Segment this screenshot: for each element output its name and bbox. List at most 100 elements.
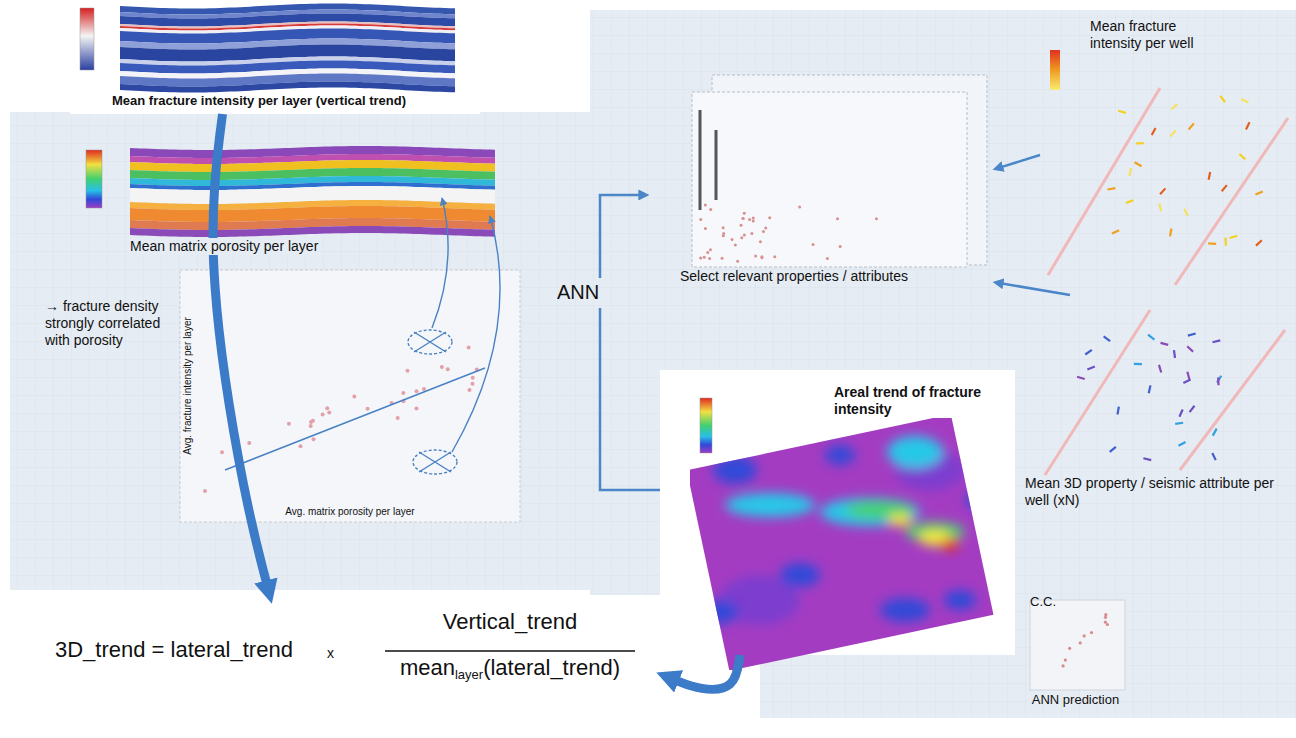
formula-term: (lateral_trend) <box>483 655 620 680</box>
attribute-point <box>826 257 829 260</box>
outlier-mark <box>413 450 457 474</box>
well-sample <box>1077 377 1085 379</box>
attribute-point <box>759 240 762 243</box>
well-sample <box>1149 385 1151 393</box>
attribute-point <box>752 216 755 219</box>
well-sample <box>1159 365 1161 373</box>
image-panel: Mean 3D property / seismic attribute per… <box>1020 295 1292 517</box>
flow-arrow <box>676 655 740 689</box>
crossplot-point <box>309 424 313 428</box>
fracture-map <box>690 390 1000 670</box>
panel-ground <box>10 112 590 590</box>
crossplot-point <box>396 416 400 420</box>
formula-node: meanlayer(lateral_trend) 3D_trend = later… <box>55 605 655 700</box>
fracture-map <box>941 539 959 551</box>
crossplot-panel: Avg. fracture intensity per layerAvg. ma… <box>180 270 520 522</box>
fracture-map <box>825 445 855 465</box>
crossplot-point <box>312 437 316 441</box>
well-sample <box>1213 340 1221 342</box>
node-label: 3D_trend = lateral_trend <box>55 637 293 663</box>
well-sample <box>1135 162 1142 166</box>
fracture-map <box>725 493 815 517</box>
image-panel: Mean fracture intensity per layer (verti… <box>70 0 480 114</box>
attribute-point <box>708 257 711 260</box>
well-sample <box>1148 335 1154 340</box>
fraction-denominator: meanlayer(lateral_trend) <box>365 655 655 683</box>
prediction-point <box>1106 623 1109 626</box>
fracture-map <box>887 436 943 468</box>
well-sample <box>1222 185 1227 191</box>
well-sample <box>1183 379 1190 383</box>
attribute-selection-panel <box>692 92 967 267</box>
well-sample <box>1107 96 1262 246</box>
workflow-panel: Avg. fracture intensity per layerAvg. ma… <box>10 112 590 590</box>
crossplot-point <box>446 367 450 371</box>
well-sample <box>1160 343 1168 345</box>
attribute-point <box>704 227 707 230</box>
prediction-point <box>1068 647 1071 650</box>
attribute-selection-panel <box>700 110 716 210</box>
node-label: Mean fracture intensity per layer (verti… <box>112 93 478 109</box>
well-sample <box>1246 122 1250 129</box>
attribute-point <box>734 243 737 246</box>
fracture-layer-band <box>120 4 455 93</box>
well-sample <box>1220 96 1225 102</box>
prediction-point <box>1064 659 1067 662</box>
well-sample <box>1104 336 1110 341</box>
fracture-map <box>966 490 994 510</box>
image-panel: C.C.ANN prediction <box>1018 580 1133 718</box>
vertical-trend-panel <box>80 8 94 70</box>
crossplot-point <box>467 346 471 350</box>
attribute-point <box>709 208 712 211</box>
node-label: Vertical_trend <box>365 609 655 635</box>
fracture-map <box>713 456 757 484</box>
crossplot-point <box>414 407 418 411</box>
attribute-point <box>768 216 771 219</box>
well-sample <box>1174 350 1175 358</box>
crossplot-point <box>440 365 444 369</box>
node-label: → fracture density strongly correlated w… <box>45 298 185 348</box>
crossplot-point <box>327 411 331 415</box>
attribute-point <box>722 226 725 229</box>
well-sample <box>1179 409 1182 416</box>
outlier-mark <box>408 330 457 474</box>
attribute-point <box>798 205 801 208</box>
crossplot-point <box>203 489 207 493</box>
fracture-map <box>702 600 738 624</box>
well-sample <box>1217 377 1220 385</box>
areal-trend-panel <box>700 398 712 453</box>
prediction-point <box>1061 664 1064 667</box>
crossplot-point <box>405 369 409 373</box>
well-sample <box>1110 447 1116 452</box>
well-sample <box>1189 123 1194 129</box>
attribute-point <box>709 248 712 251</box>
attribute-selection-panel <box>692 75 987 267</box>
prediction-point <box>1079 641 1082 644</box>
well-sample <box>1170 229 1171 237</box>
connector-line <box>600 308 660 490</box>
image-panel: Select relevant properties / attributes <box>650 60 992 296</box>
attribute-point <box>740 236 743 239</box>
attribute-point <box>743 233 746 236</box>
porosity-layer-band <box>130 226 495 237</box>
well-sample <box>1213 429 1217 436</box>
attribute-point <box>736 260 739 263</box>
well-map-fracture <box>1050 50 1060 90</box>
ann-node: ANN <box>555 278 615 308</box>
map-panel: Areal trend of fracture intensity <box>660 370 1015 655</box>
well-sample <box>1224 238 1227 246</box>
fracture-map <box>880 598 930 622</box>
attribute-point <box>836 217 839 220</box>
well-map-attribute <box>1045 310 1285 475</box>
crossplot-point <box>325 406 329 410</box>
fracture-map <box>944 590 976 610</box>
attribute-point <box>812 243 815 246</box>
prediction-point <box>1090 631 1093 634</box>
panel-ground <box>590 10 1296 718</box>
well-sample <box>1112 230 1119 233</box>
crossplot-point <box>220 450 224 454</box>
panel-ground <box>590 10 1296 718</box>
well-sample <box>1107 188 1115 189</box>
